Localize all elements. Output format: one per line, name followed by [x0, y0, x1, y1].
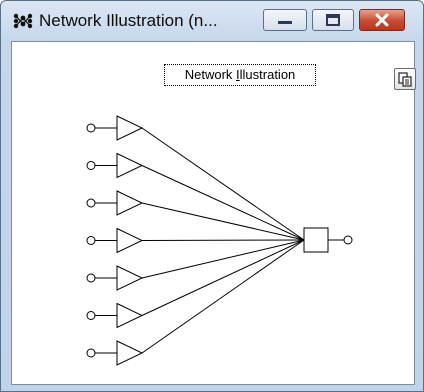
- input-node: [86, 273, 96, 283]
- copy-button[interactable]: [394, 68, 416, 90]
- network-title-suffix: llustration: [239, 67, 296, 82]
- input-node: [86, 198, 96, 208]
- input-node: [86, 348, 96, 358]
- input-unit-triangle: [116, 265, 144, 291]
- title-bar[interactable]: Network Illustration (n...: [1, 1, 423, 41]
- input-node: [86, 236, 96, 245]
- output-node: [343, 235, 353, 245]
- input-unit-triangle: [116, 115, 144, 141]
- output-unit-box: [303, 227, 329, 253]
- network-app-icon: [13, 13, 33, 29]
- connection-line: [141, 127, 305, 241]
- copy-icon: [398, 72, 412, 87]
- network-diagram: [86, 115, 353, 366]
- network-title-label: Network Illustration: [164, 64, 316, 86]
- window-title: Network Illustration (n...: [39, 11, 218, 30]
- connection-line: [141, 239, 305, 316]
- input-unit-triangle: [116, 227, 144, 254]
- close-icon: [375, 13, 389, 27]
- input-node: [86, 123, 96, 133]
- network-title-accelerator: I: [236, 67, 240, 82]
- minimize-button[interactable]: [263, 9, 307, 31]
- input-node: [86, 311, 96, 320]
- maximize-button[interactable]: [312, 9, 354, 31]
- input-unit-triangle: [116, 340, 144, 366]
- minimize-icon: [278, 21, 292, 24]
- maximize-icon: [326, 14, 340, 26]
- connection-line: [141, 165, 305, 241]
- network-title-prefix: Network: [184, 67, 237, 82]
- connection-line: [141, 239, 305, 354]
- connection-line: [141, 239, 305, 241]
- input-unit-triangle: [116, 302, 144, 329]
- connection-line: [141, 239, 305, 279]
- input-node: [86, 161, 96, 170]
- input-unit-triangle: [116, 152, 144, 179]
- input-unit-triangle: [116, 190, 144, 216]
- connection-line: [141, 202, 305, 241]
- close-button[interactable]: [359, 9, 405, 31]
- network-canvas: Network Illustration: [11, 41, 416, 385]
